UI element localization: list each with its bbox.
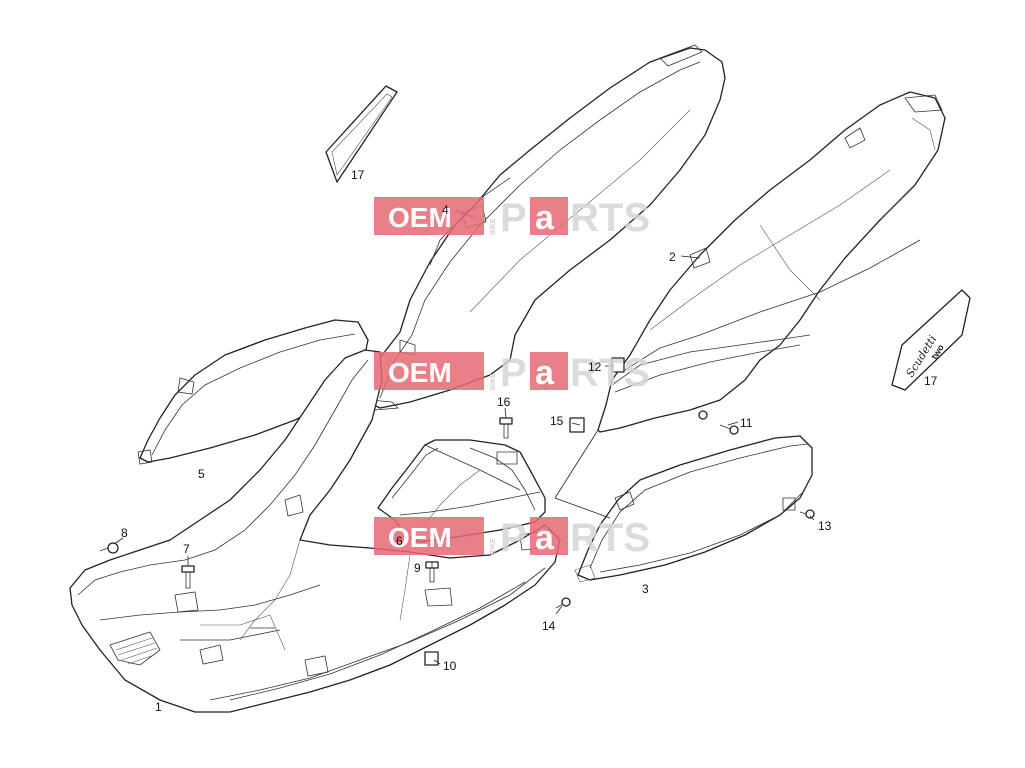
- watermark-a-text: a: [535, 199, 555, 237]
- callout-9: 9: [414, 561, 421, 575]
- callout-2: 2: [669, 250, 676, 264]
- watermark-middle: OEM BIKE P a RTS: [374, 351, 650, 395]
- callout-1: 1: [155, 700, 162, 714]
- watermark-a-text: a: [535, 354, 555, 392]
- watermark-oem-text: OEM: [388, 202, 452, 233]
- watermark-p-text: P: [500, 516, 527, 560]
- callout-8: 8: [121, 526, 128, 540]
- callout-12: 12: [588, 360, 602, 374]
- callout-labels: 1 2 3 4 5 6 7 8 9 10 11 12 13 14 15 16 1…: [121, 168, 938, 714]
- fastener-10-clip: [424, 651, 439, 666]
- fastener-13-screw: [799, 509, 815, 519]
- callout-17-right: 17: [924, 374, 938, 388]
- fastener-16-screw: [499, 417, 513, 439]
- watermark-bike-text: BIKE: [490, 538, 497, 555]
- watermark-rts-text: RTS: [570, 196, 650, 240]
- watermark-oem-text: OEM: [388, 522, 452, 553]
- fastener-11-screw: [698, 410, 739, 435]
- watermark-p-text: P: [500, 196, 527, 240]
- part-2-right-side-panel: [597, 91, 946, 433]
- part-17-decal-left: [325, 85, 398, 183]
- fastener-14-screw: [555, 597, 571, 609]
- callout-13: 13: [818, 519, 832, 533]
- callout-4: 4: [442, 203, 449, 217]
- fastener-8-screw: [99, 542, 119, 554]
- callout-7: 7: [183, 542, 190, 556]
- callout-15: 15: [550, 414, 564, 428]
- callout-6: 6: [396, 534, 403, 548]
- watermark-a-text: a: [535, 519, 555, 557]
- callout-11: 11: [740, 416, 753, 430]
- watermark-rts-text: RTS: [570, 351, 650, 395]
- fastener-15-clip: [569, 417, 585, 433]
- watermark-rts-text: RTS: [570, 516, 650, 560]
- callout-10: 10: [443, 659, 457, 673]
- watermark-bike-text: BIKE: [490, 218, 497, 235]
- floor-grille: [109, 631, 161, 666]
- fastener-12-clip: [611, 357, 625, 373]
- callout-5: 5: [198, 467, 205, 481]
- callout-16: 16: [497, 395, 511, 409]
- fastener-7-screw: [181, 565, 195, 589]
- callout-3: 3: [642, 582, 649, 596]
- callout-14: 14: [542, 619, 556, 633]
- watermark-p-text: P: [500, 351, 527, 395]
- callout-17-left: 17: [351, 168, 365, 182]
- watermark-bottom: OEM BIKE P a RTS: [374, 516, 650, 560]
- watermark-bike-text: BIKE: [490, 373, 497, 390]
- watermark-top: OEM BIKE P a RTS: [374, 196, 650, 240]
- watermark-oem-text: OEM: [388, 357, 452, 388]
- part-3-lower-right-cover: [574, 435, 813, 583]
